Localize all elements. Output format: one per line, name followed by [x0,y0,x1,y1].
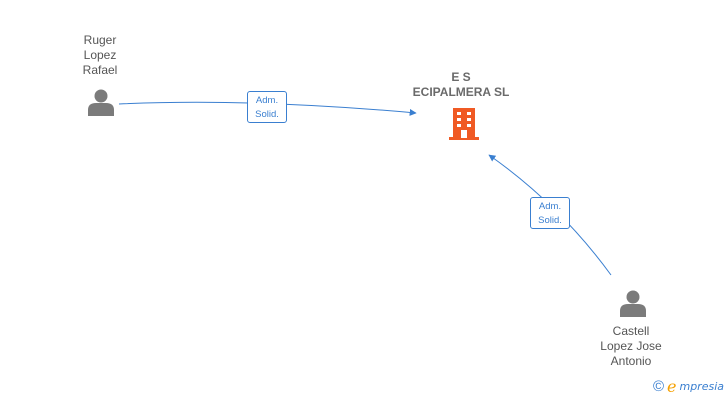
person2-label-line: Lopez Jose [600,339,662,353]
edge-label-line: Solid. [255,109,279,120]
company-label[interactable]: E S ECIPALMERA SL [400,70,522,100]
edge-label-line: Adm. [255,95,279,106]
person1-label[interactable]: Ruger Lopez Rafael [70,33,130,78]
company-label-line: E S [451,70,471,84]
person2-label[interactable]: Castell Lopez Jose Antonio [590,324,672,369]
person2-label-line: Castell [612,324,650,338]
person1-label-line: Rafael [82,63,118,77]
person-icon[interactable] [619,289,647,317]
company-label-line: ECIPALMERA SL [412,85,510,99]
person1-label-line: Lopez [83,48,117,62]
person1-label-line: Ruger [83,33,117,47]
edge-label-line: Solid. [538,215,562,226]
copyright-icon: © [652,378,665,395]
person2-label-line: Antonio [610,354,652,368]
brand-name: mpresia [679,380,724,393]
edge-label-line: Adm. [538,201,562,212]
building-icon[interactable] [448,106,480,140]
edge-label-person2-company[interactable]: Adm. Solid. [530,197,570,229]
edge-label-person1-company[interactable]: Adm. Solid. [247,91,287,123]
person-icon[interactable] [87,88,115,116]
brand-initial: e [667,377,677,396]
